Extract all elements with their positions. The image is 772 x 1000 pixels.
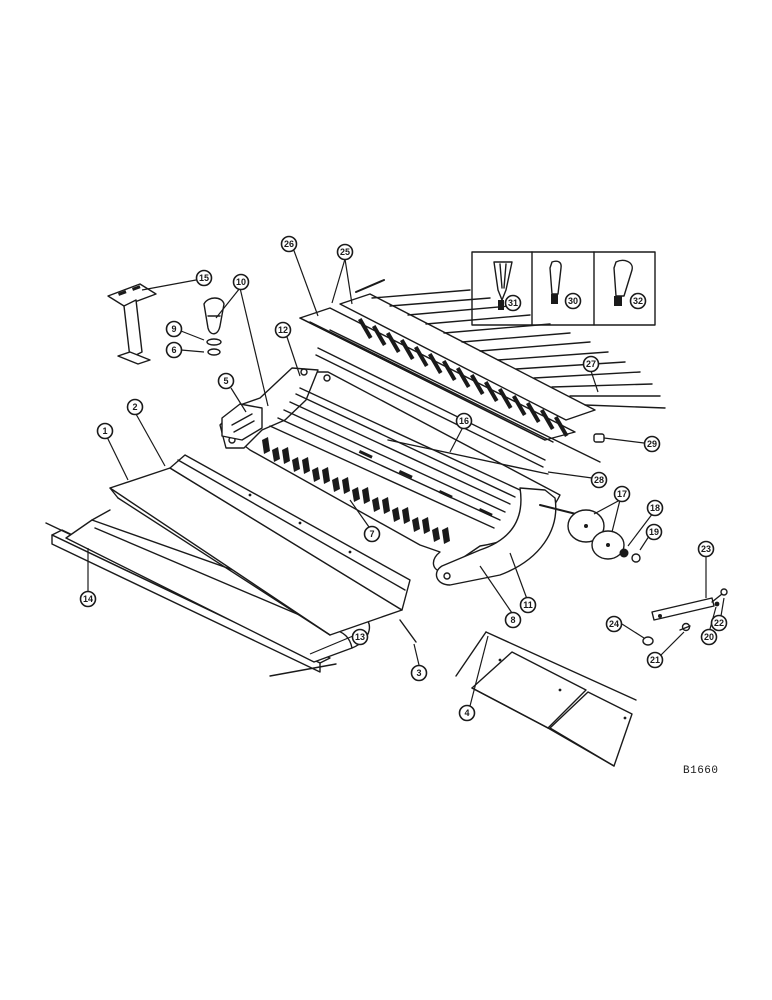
callout-25: 25 — [336, 243, 354, 261]
cylinder-housing — [219, 367, 601, 586]
callout-31: 31 — [504, 294, 522, 312]
callout-29: 29 — [643, 435, 661, 453]
callout-label: 19 — [649, 527, 659, 537]
rasp-teeth — [262, 437, 450, 544]
callout-label: 15 — [199, 273, 209, 283]
callout-label: 28 — [594, 475, 604, 485]
part-16-bar — [315, 347, 549, 475]
part-26-finger-concave — [299, 279, 666, 463]
callout-label: 1 — [102, 426, 107, 436]
callout-label: 6 — [171, 345, 176, 355]
callout-12: 12 — [274, 321, 292, 339]
drawing-number: B1660 — [683, 765, 719, 777]
callout-24: 24 — [605, 615, 623, 633]
callout-label: 31 — [508, 298, 518, 308]
callout-label: 12 — [278, 325, 288, 335]
callout-26: 26 — [280, 235, 298, 253]
callout-label: 5 — [223, 376, 228, 386]
callout-30: 30 — [564, 292, 582, 310]
callout-3: 3 — [410, 664, 428, 682]
callout-1: 1 — [96, 422, 114, 440]
part-2-cover — [169, 454, 411, 611]
callout-17: 17 — [613, 485, 631, 503]
callout-label: 9 — [171, 324, 176, 334]
callout-label: 14 — [83, 594, 93, 604]
callout-label: 10 — [236, 277, 246, 287]
callout-9: 9 — [165, 320, 183, 338]
callout-13: 13 — [351, 628, 369, 646]
callout-18: 18 — [646, 499, 664, 517]
callout-label: 2 — [132, 402, 137, 412]
callout-7: 7 — [363, 525, 381, 543]
callout-4: 4 — [458, 704, 476, 722]
callout-label: 23 — [701, 544, 711, 554]
callout-label: 30 — [568, 296, 578, 306]
callout-label: 8 — [510, 615, 515, 625]
callout-10: 10 — [232, 273, 250, 291]
callout-2: 2 — [126, 398, 144, 416]
callout-20: 20 — [700, 628, 718, 646]
callout-16: 16 — [455, 412, 473, 430]
callout-11: 11 — [519, 596, 537, 614]
inset-detail-box — [471, 251, 656, 326]
callout-21: 21 — [646, 651, 664, 669]
callout-label: 24 — [609, 619, 619, 629]
callout-label: 29 — [647, 439, 657, 449]
callout-23: 23 — [697, 540, 715, 558]
callout-19: 19 — [645, 523, 663, 541]
callout-22: 22 — [710, 614, 728, 632]
callout-27: 27 — [582, 355, 600, 373]
finger-teeth — [371, 289, 666, 409]
leader-lines — [87, 247, 725, 707]
callout-28: 28 — [590, 471, 608, 489]
callout-label: 17 — [617, 489, 627, 499]
callout-8: 8 — [504, 611, 522, 629]
part-10-handle — [203, 297, 225, 356]
callout-label: 21 — [650, 655, 660, 665]
callout-5: 5 — [217, 372, 235, 390]
callout-label: 7 — [369, 529, 374, 539]
callout-label: 26 — [284, 239, 294, 249]
callout-32: 32 — [629, 292, 647, 310]
part-3-rod — [399, 619, 417, 643]
part-15-bracket — [107, 283, 157, 365]
part-4-panel — [455, 631, 637, 767]
callout-label: 11 — [523, 600, 533, 610]
callout-label: 20 — [704, 632, 714, 642]
callout-label: 4 — [464, 708, 469, 718]
callout-label: 22 — [714, 618, 724, 628]
callout-6: 6 — [165, 341, 183, 359]
callout-15: 15 — [195, 269, 213, 287]
callout-label: 16 — [459, 416, 469, 426]
callout-label: 27 — [586, 359, 596, 369]
callout-label: 3 — [416, 668, 421, 678]
finger-slots — [357, 318, 569, 438]
part-20-linkage — [642, 588, 728, 646]
part-17-discs — [567, 509, 641, 563]
callout-label: 18 — [650, 503, 660, 513]
callout-label: 13 — [355, 632, 365, 642]
callout-label: 25 — [340, 247, 350, 257]
callout-14: 14 — [79, 590, 97, 608]
callout-label: 32 — [633, 296, 643, 306]
